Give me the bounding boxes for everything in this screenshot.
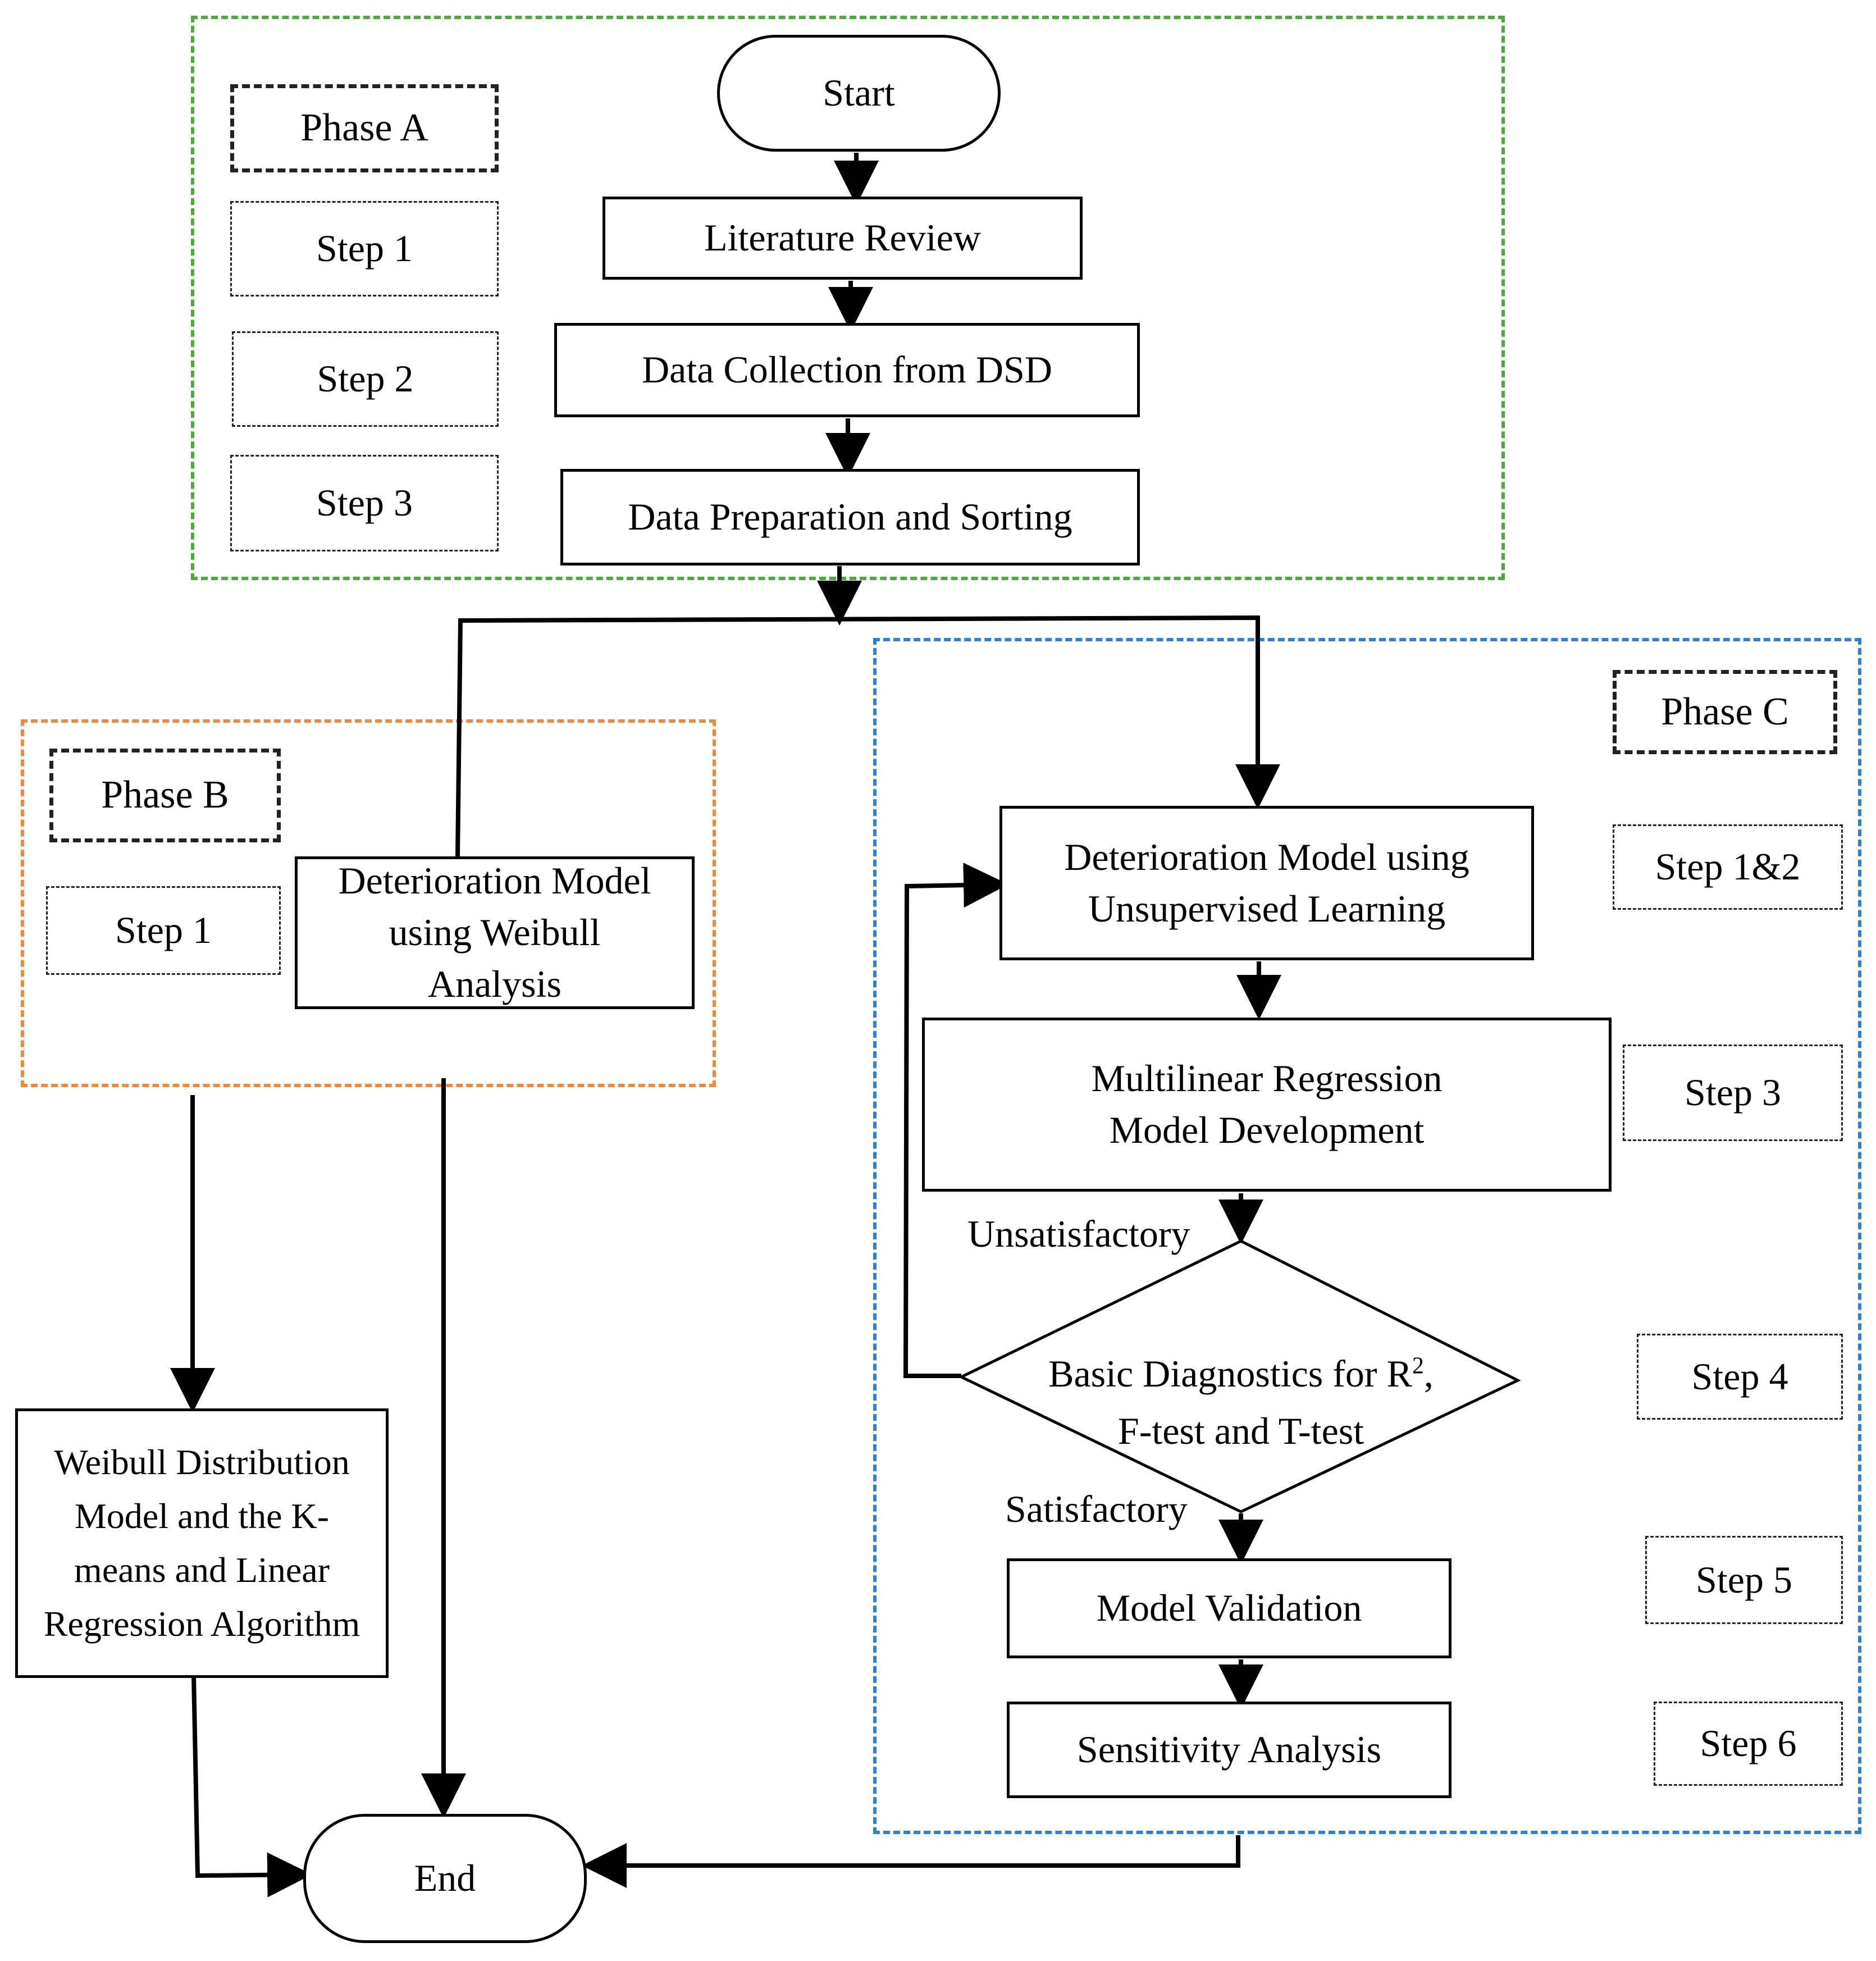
phase-b-zone bbox=[21, 719, 716, 1087]
diagnostics-line-1: Basic Diagnostics for R bbox=[1048, 1352, 1412, 1395]
phase-c-step-6: Step 6 bbox=[1654, 1702, 1843, 1786]
phase-a-zone bbox=[191, 16, 1505, 580]
literature-review-box: Literature Review bbox=[602, 197, 1083, 280]
phase-a-label: Phase A bbox=[230, 84, 499, 172]
phase-c-step-3: Step 3 bbox=[1623, 1045, 1843, 1141]
unsatisfactory-label: Unsatisfactory bbox=[967, 1212, 1190, 1255]
phase-c-step-5: Step 5 bbox=[1645, 1536, 1843, 1624]
phase-a-step-3: Step 3 bbox=[230, 455, 499, 551]
diagnostics-text: Basic Diagnostics for R2, F-test and T-t… bbox=[1028, 1345, 1454, 1460]
model-validation-box: Model Validation bbox=[1007, 1558, 1451, 1658]
diagnostics-diamond bbox=[958, 1239, 1521, 1513]
data-collection-box: Data Collection from DSD bbox=[554, 323, 1140, 417]
phase-b-label: Phase B bbox=[49, 749, 281, 842]
line-weibull-to-end bbox=[191, 1676, 312, 1898]
diagnostics-superscript: 2 bbox=[1412, 1353, 1424, 1379]
phase-b-step-1: Step 1 bbox=[46, 886, 281, 975]
phase-a-step-1: Step 1 bbox=[230, 201, 499, 297]
phase-c-label: Phase C bbox=[1613, 670, 1837, 754]
diagnostics-line-2: F-test and T-test bbox=[1117, 1410, 1364, 1452]
multilinear-regression-box: Multilinear Regression Model Development bbox=[922, 1018, 1612, 1192]
data-preparation-box: Data Preparation and Sorting bbox=[560, 469, 1140, 566]
start-terminal: Start bbox=[717, 35, 1001, 152]
weibull-distribution-box: Weibull Distribution Model and the K-mea… bbox=[15, 1408, 389, 1678]
phase-a-step-2: Step 2 bbox=[232, 331, 499, 427]
line-phase-c-to-end bbox=[582, 1835, 1240, 1888]
split-line bbox=[455, 615, 1280, 857]
satisfactory-label: Satisfactory bbox=[1005, 1488, 1188, 1530]
loop-unsatisfactory bbox=[903, 863, 1008, 1378]
unsupervised-deterioration-box: Deterioration Model using Unsupervised L… bbox=[999, 806, 1534, 960]
phase-c-step-4: Step 4 bbox=[1637, 1334, 1843, 1420]
phase-c-step-1-2: Step 1&2 bbox=[1613, 824, 1843, 910]
end-terminal: End bbox=[303, 1814, 587, 1943]
sensitivity-analysis-box: Sensitivity Analysis bbox=[1007, 1702, 1451, 1798]
diagnostics-comma: , bbox=[1423, 1352, 1434, 1395]
weibull-deterioration-box: Deterioration Model using Weibull Analys… bbox=[295, 856, 695, 1009]
phase-c-zone bbox=[873, 638, 1861, 1834]
